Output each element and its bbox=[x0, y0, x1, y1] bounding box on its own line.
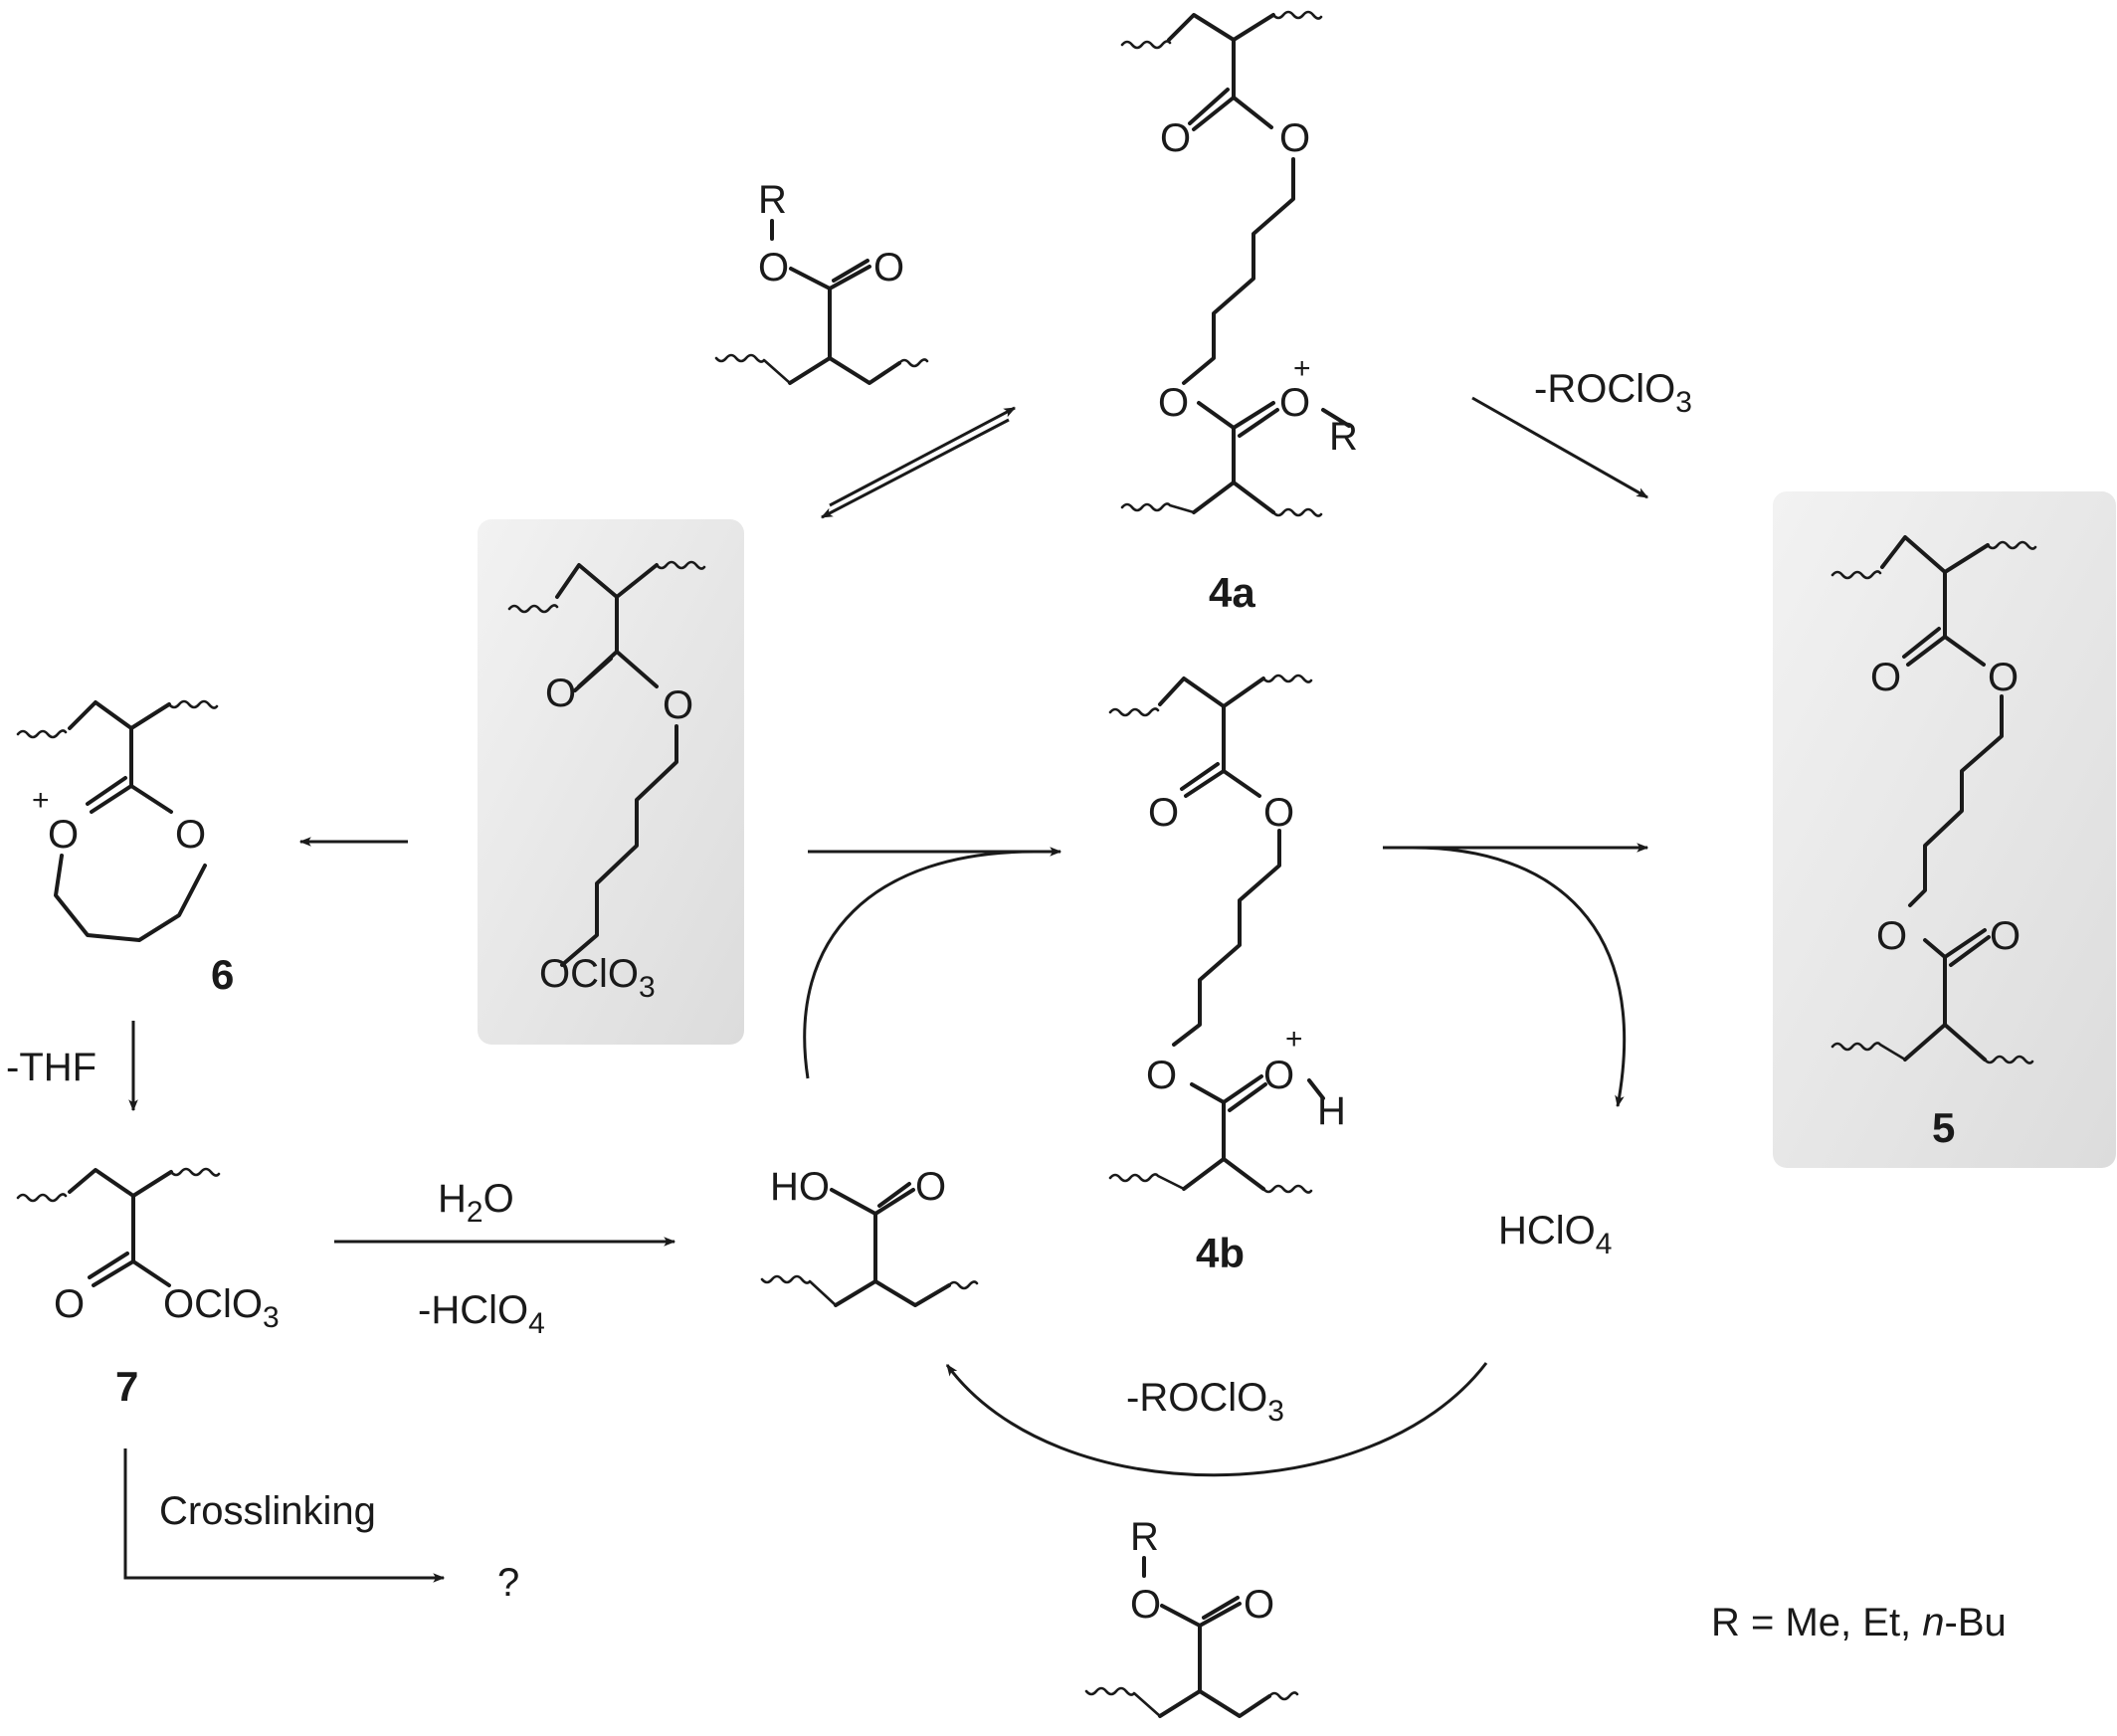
carbonyl-oxygen: O bbox=[1990, 914, 2021, 958]
carbonyl-oxygen: O bbox=[1870, 656, 1901, 699]
carbonyl-oxygen: O bbox=[1148, 791, 1179, 835]
ester-oxygen: O bbox=[1876, 914, 1907, 958]
hydrogen-label: H bbox=[1317, 1089, 1346, 1133]
equilibrium-reverse-arrow bbox=[820, 418, 1010, 519]
r-group-label: R bbox=[1329, 415, 1358, 459]
equilibrium-forward-arrow bbox=[829, 406, 1017, 507]
carbonyl-oxygen: O bbox=[1160, 116, 1191, 160]
minus-roclo3-label-bottom: -ROClO3 bbox=[1126, 1376, 1284, 1428]
starting-polymer-structure: O O OClO3 bbox=[507, 560, 706, 1004]
ester-oxygen: O bbox=[663, 683, 693, 727]
positive-charge: + bbox=[32, 784, 50, 817]
carbonyl-oxygen: O bbox=[873, 246, 904, 289]
ester-oxygen: O bbox=[1263, 791, 1294, 835]
compound-4a-label: 4a bbox=[1209, 569, 1255, 616]
carbonyl-oxygen: O bbox=[545, 672, 576, 715]
compound-6-label: 6 bbox=[211, 951, 234, 998]
cyclic-cation-6-structure: O + O bbox=[16, 699, 219, 942]
ester-oxygen: O bbox=[1130, 1583, 1161, 1627]
carboxylic-acid-structure: HO O bbox=[760, 1165, 979, 1307]
perchlorate-ester-label: OClO3 bbox=[163, 1282, 280, 1334]
oxonium-oxygen: O bbox=[1279, 381, 1310, 425]
compound-5-label: 5 bbox=[1932, 1104, 1955, 1151]
minus-roclo3-label-top: -ROClO3 bbox=[1534, 367, 1692, 419]
starting-polymer-highlight-box bbox=[478, 519, 744, 1045]
r-group-label: R bbox=[1130, 1515, 1159, 1559]
compound-7-label: 7 bbox=[115, 1363, 138, 1410]
intermediate-4a-structure: O O O O + R bbox=[1120, 10, 1358, 517]
hydroxyl-label: HO bbox=[770, 1165, 830, 1209]
alkyl-acrylate-reagent-bottom: R O O bbox=[1084, 1515, 1299, 1718]
ester-oxygen: O bbox=[1988, 656, 2019, 699]
ring-oxygen: O bbox=[175, 813, 206, 857]
product-5-structure: O O O O bbox=[1830, 535, 2037, 1064]
carbonyl-oxygen: O bbox=[1244, 1583, 1274, 1627]
compound-4b-label: 4b bbox=[1196, 1230, 1245, 1276]
minus-thf-label: -THF bbox=[6, 1046, 96, 1089]
carbonyl-oxygen: O bbox=[54, 1282, 85, 1326]
perchlorate-ester-label: OClO3 bbox=[539, 952, 656, 1004]
acid-recycle-curve-arrow bbox=[803, 850, 1036, 1079]
ester-oxygen: O bbox=[1158, 381, 1189, 425]
hclo4-release-curve-arrow bbox=[1412, 846, 1627, 1108]
crosslinking-label: Crosslinking bbox=[159, 1489, 376, 1533]
intermediate-4b-structure: O O O O + H bbox=[1108, 674, 1346, 1194]
oxonium-oxygen: O bbox=[1263, 1054, 1294, 1097]
ester-oxygen: O bbox=[1146, 1054, 1177, 1097]
carbonyl-oxygen: O bbox=[915, 1165, 946, 1209]
positive-charge: + bbox=[1293, 352, 1311, 385]
crosslinking-arrow bbox=[123, 1448, 446, 1583]
r-group-label: R bbox=[758, 178, 787, 222]
return-curve-arrow bbox=[945, 1362, 1488, 1477]
acyl-perchlorate-7-structure: O OClO3 bbox=[16, 1167, 280, 1334]
positive-charge: + bbox=[1285, 1023, 1303, 1056]
oxonium-oxygen: O bbox=[48, 813, 79, 857]
r-group-definition: R = Me, Et, n-Bu bbox=[1711, 1601, 2007, 1644]
ester-oxygen: O bbox=[1279, 116, 1310, 160]
minus-hclo4-label: -HClO4 bbox=[418, 1288, 545, 1340]
unknown-product-label: ? bbox=[497, 1561, 519, 1605]
arrow-4a-to-5 bbox=[1471, 396, 1649, 499]
alkyl-acrylate-reagent-top: R O O bbox=[714, 178, 929, 385]
water-label: H2O bbox=[438, 1177, 514, 1229]
ester-oxygen: O bbox=[758, 246, 789, 289]
hclo4-label: HClO4 bbox=[1498, 1209, 1612, 1260]
